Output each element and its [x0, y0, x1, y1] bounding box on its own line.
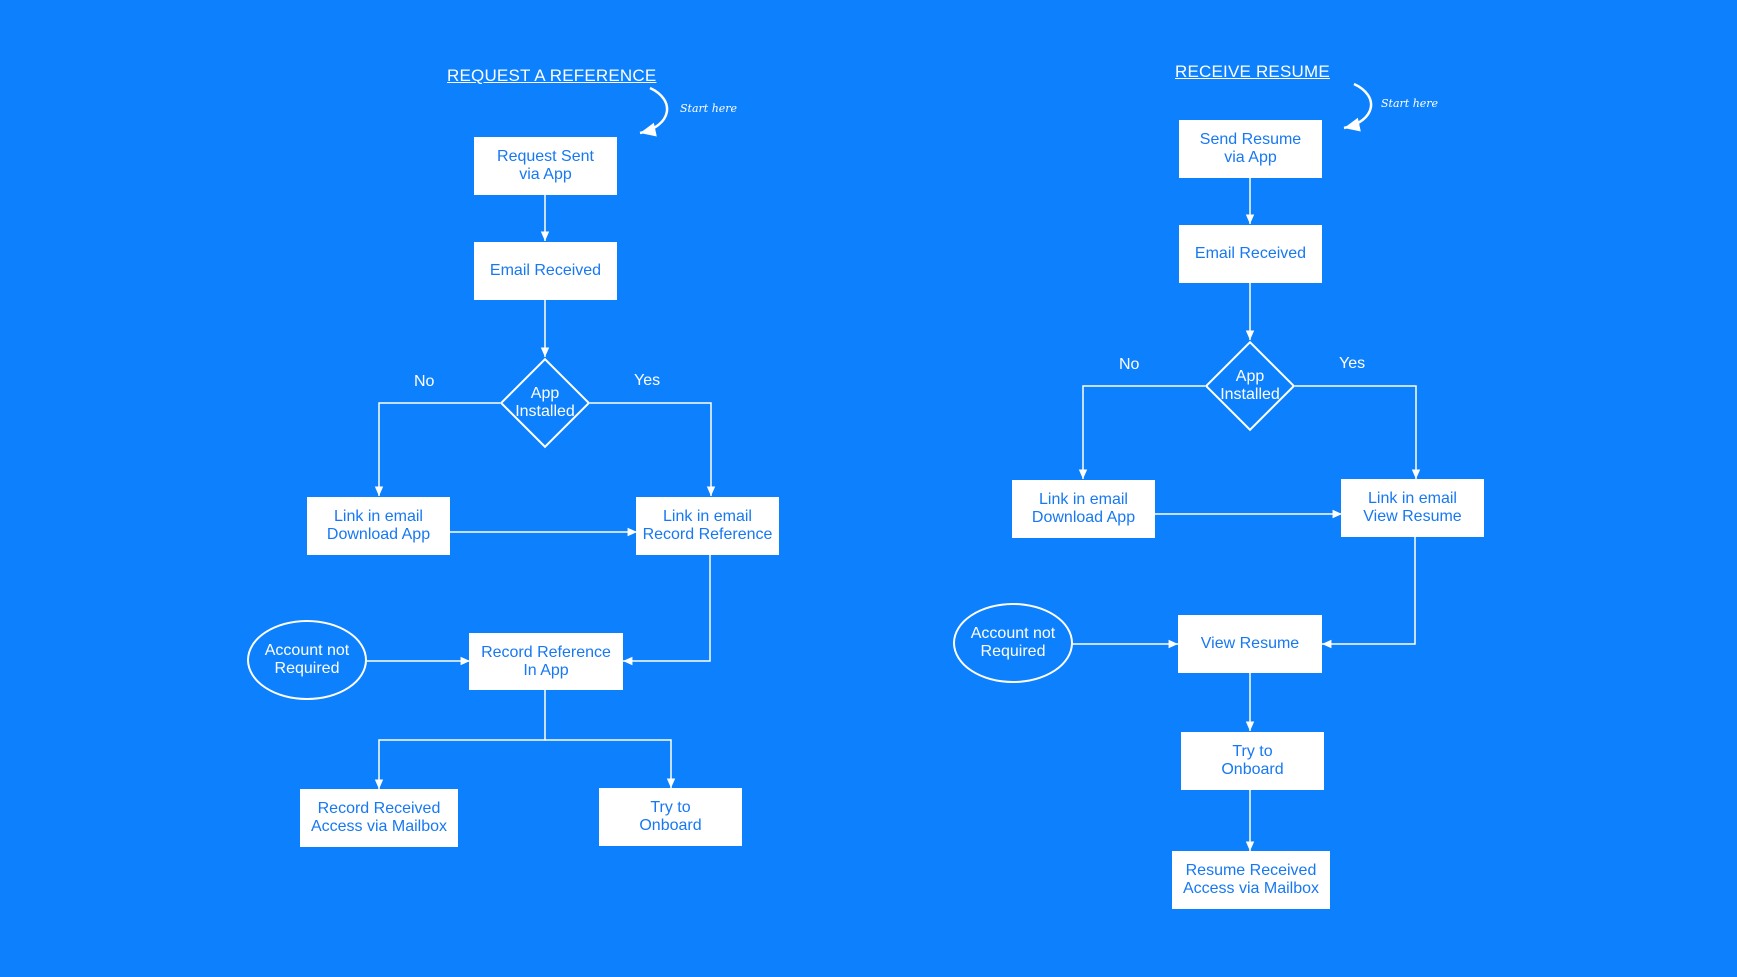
- node-request-sent: Request Sent via App: [474, 137, 617, 195]
- node-record-in-app: Record Reference In App: [469, 633, 623, 690]
- connector-no-download: [374, 402, 500, 496]
- node-record-received: Record Received Access via Mailbox: [300, 789, 458, 847]
- node-try-onboard: Try to Onboard: [599, 788, 742, 846]
- decision-app-installed-2: App Installed: [1204, 340, 1296, 432]
- node-link-download: Link in email Download App: [307, 497, 450, 555]
- connector-view-link-view-resume: [1322, 537, 1416, 649]
- connector-record-link-record-app: [623, 554, 711, 666]
- curved-arrow-icon: [1343, 82, 1373, 132]
- flow-title-resume: RECEIVE RESUME: [1175, 62, 1330, 81]
- start-note: Start here: [680, 102, 738, 115]
- branch-no-label: No: [1119, 356, 1140, 373]
- node-view-resume: View Resume: [1178, 615, 1322, 673]
- connector-split-received: [374, 690, 546, 789]
- node-send-resume: Send Resume via App: [1179, 120, 1322, 178]
- node-resume-received: Resume Received Access via Mailbox: [1172, 851, 1330, 909]
- branch-yes-label: Yes: [1339, 355, 1366, 372]
- node-try-onboard-2: Try to Onboard: [1181, 732, 1324, 790]
- decision-app-installed: App Installed: [499, 357, 591, 449]
- node-link-download-2: Link in email Download App: [1012, 480, 1155, 538]
- decision-label: App Installed: [1220, 368, 1280, 403]
- node-email-received-2: Email Received: [1179, 225, 1322, 283]
- node-account-not-required-2: Account not Required: [953, 603, 1073, 683]
- node-account-not-required: Account not Required: [247, 620, 367, 700]
- node-email-received: Email Received: [474, 242, 617, 300]
- flow-title-reference: REQUEST A REFERENCE: [447, 66, 657, 85]
- connector-split-onboard: [545, 739, 676, 788]
- branch-yes-label: Yes: [634, 372, 661, 389]
- connector-yes-record-link: [590, 402, 716, 496]
- branch-no-label: No: [414, 373, 435, 390]
- node-link-record: Link in email Record Reference: [636, 497, 779, 555]
- curved-arrow-icon: [639, 86, 669, 137]
- decision-label: App Installed: [515, 385, 575, 420]
- connector-yes-view-link: [1295, 385, 1421, 479]
- connector-no-download-2: [1078, 385, 1205, 479]
- node-link-view: Link in email View Resume: [1341, 479, 1484, 537]
- start-note: Start here: [1381, 97, 1439, 110]
